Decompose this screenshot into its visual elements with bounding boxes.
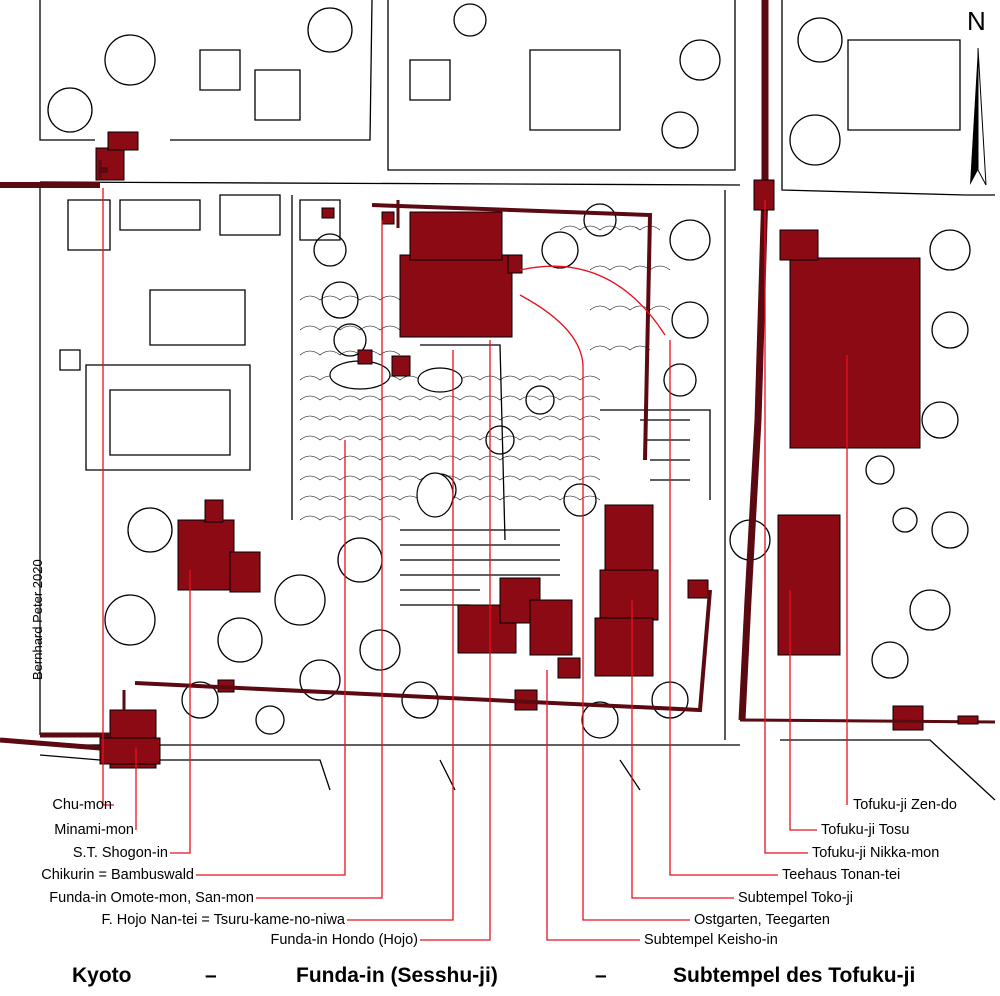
- title-subtempel: Subtempel des Tofuku-ji: [673, 964, 916, 987]
- approach-road-west: [0, 167, 108, 188]
- grave-rows: [400, 529, 560, 606]
- funda-in-hondo-building: [399, 254, 513, 338]
- label-toko-ji: Subtempel Toko-ji: [738, 890, 853, 906]
- north-arrow: [970, 47, 987, 186]
- compound-wall-north: [371, 203, 653, 461]
- approach-road-east: [738, 0, 769, 721]
- label-tonan-tei: Teehaus Tonan-tei: [782, 867, 901, 883]
- label-hojo-nan-tei: F. Hojo Nan-tei = Tsuru-kame-no-niwa: [101, 912, 345, 928]
- title-funda-in: Funda-in (Sesshu-ji): [296, 964, 498, 987]
- label-funda-in-hondo: Funda-in Hondo (Hojo): [270, 932, 419, 948]
- building-outline: [59, 199, 341, 371]
- toko-ji-building: [604, 504, 654, 574]
- title-dash-1: –: [205, 964, 217, 987]
- north-label: N: [967, 6, 986, 36]
- label-tosu: Tofuku-ji Tosu: [821, 822, 910, 838]
- credit-text: Bernhard Peter 2020: [30, 559, 45, 680]
- building-outline: [199, 49, 621, 131]
- tosu-building: [777, 514, 841, 656]
- road-line-bottom: [39, 754, 641, 791]
- title-dash-2: –: [595, 964, 607, 987]
- top-left-block-outline: [39, 0, 373, 141]
- highlighted-walls: [0, 0, 996, 751]
- funda-in-kuri-building: [409, 211, 503, 261]
- label-chu-mon: Chu-mon: [52, 797, 112, 813]
- grave-rows: [640, 419, 690, 481]
- label-ostgarten: Ostgarten, Teegarten: [694, 912, 830, 928]
- label-keisho-in: Subtempel Keisho-in: [644, 932, 778, 948]
- building-outline: [85, 289, 251, 471]
- road-line-east: [724, 190, 996, 801]
- label-funda-in-omote-mon: Funda-in Omote-mon, San-mon: [49, 890, 254, 906]
- top-right-block-outline: [781, 0, 995, 196]
- ponds: [329, 360, 463, 518]
- compound-wall-south: [134, 589, 712, 713]
- top-middle-block-outline: [387, 0, 736, 171]
- label-chikurin: Chikurin = Bambuswald: [41, 867, 194, 883]
- outline-layer: [39, 0, 996, 801]
- building-outline: [67, 194, 281, 251]
- label-shogon-in: S.T. Shogon-in: [72, 845, 168, 861]
- shogon-in-building: [177, 519, 235, 591]
- garden-path: [291, 195, 711, 541]
- highlighted-roads-fill: [753, 179, 979, 725]
- label-minami-mon: Minami-mon: [54, 822, 134, 838]
- highlighted-buildings: [95, 131, 924, 769]
- title-kyoto: Kyoto: [72, 964, 132, 987]
- label-nikka-mon: Tofuku-ji Nikka-mon: [812, 845, 940, 861]
- leader-lines: [102, 188, 848, 941]
- zen-do-building: [789, 257, 921, 449]
- label-zen-do: Tofuku-ji Zen-do: [853, 797, 957, 813]
